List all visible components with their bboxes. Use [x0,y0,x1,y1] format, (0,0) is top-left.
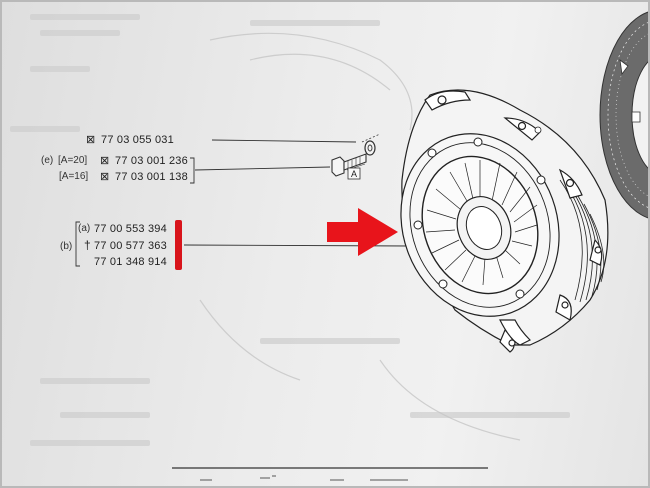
ghost-text [30,14,140,20]
ghost-text [30,66,90,72]
ghost-text [10,126,80,132]
diaphragm-fingers [425,160,538,286]
washer-icon [361,133,381,156]
dagger-mark: † [84,238,91,252]
ghost-outline [199,32,521,441]
ghost-text [30,440,150,446]
leader-line-3 [183,244,411,247]
bracket-e [190,157,195,184]
ghost-text [40,378,150,384]
ref-e: (e) [41,155,54,166]
ghost-text [60,412,150,418]
ghost-text [410,412,570,418]
part-number-4: 77 00 553 394 [94,223,167,235]
bottom-caption-fragment [200,475,408,481]
bolt-label: A [351,169,358,179]
ghost-text [250,20,380,26]
variant-a20: [A=20] [58,155,88,166]
leader-line-2 [194,166,331,171]
crossed-box-icon: ⊠ [86,134,96,146]
clutch-disc-drawing [599,10,650,220]
crossed-box-icon: ⊠ [100,171,110,183]
part-number-3: 77 03 001 138 [115,171,188,183]
part-number-1: 77 03 055 031 [101,134,174,146]
clutch-pressure-plate-drawing [400,89,609,353]
ghost-text [260,338,400,344]
leader-line-1 [211,139,357,143]
highlight-bar [175,220,182,270]
variant-a16: [A=16] [59,171,89,182]
ghost-text [40,30,120,36]
ref-a: (a) [78,223,91,234]
bolt-icon [331,153,367,180]
ref-b: (b) [60,241,73,252]
red-arrow-icon [327,208,398,256]
part-number-2: 77 03 001 236 [115,155,188,167]
part-number-5: 77 00 577 363 [94,240,167,252]
bracket-ab [75,221,80,267]
crossed-box-icon: ⊠ [100,155,110,167]
part-number-6: 77 01 348 914 [94,256,167,268]
